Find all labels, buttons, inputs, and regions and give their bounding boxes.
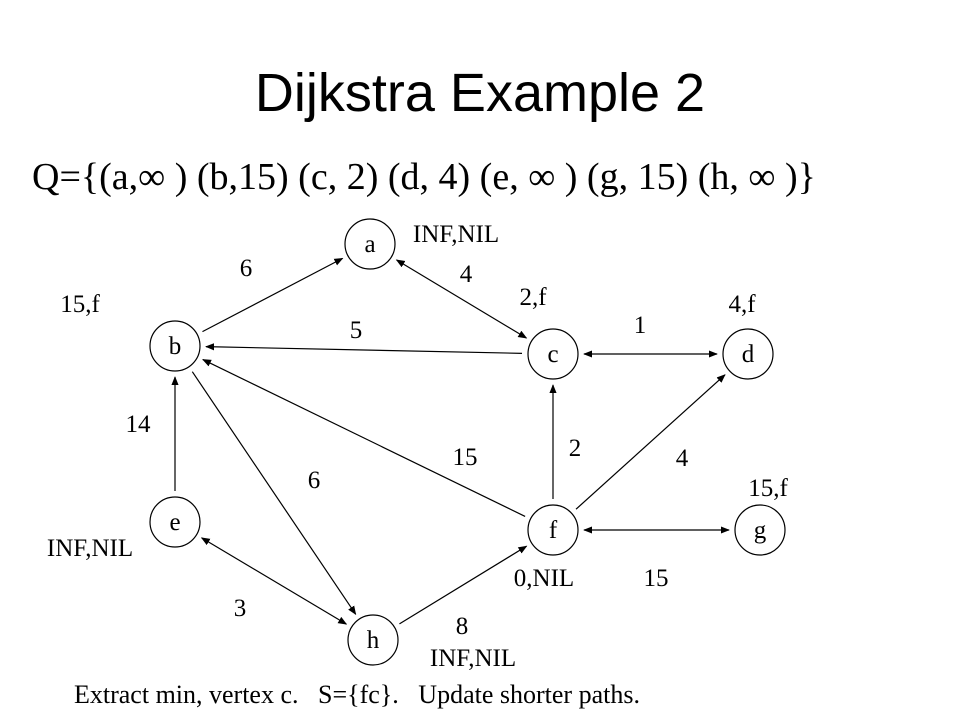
node-label-a: a [364,231,375,258]
node-d [722,328,774,380]
node-h [347,614,399,666]
edge-f-d [575,374,726,510]
node-label-b: b [169,333,182,360]
edge-weight-c-b: 5 [350,317,363,344]
edge-f-b [202,359,526,517]
edge-a-c [395,259,528,339]
edge-e-h [200,537,348,625]
edge-weight-e-b: 14 [126,411,152,438]
edge-weight-f-b: 15 [453,444,478,471]
node-annotation-c: 2,f [519,284,547,311]
node-annotation-b: 15,f [60,291,100,318]
edge-weight-f-d: 4 [676,445,689,472]
node-e [149,496,201,548]
edge-weight-b-h: 6 [308,467,321,494]
edge-b-h [191,371,357,616]
node-b [149,320,201,372]
nodes-layer: a b c d e f g h [149,218,786,666]
slide-title: Dijkstra Example 2 [254,63,706,123]
edge-weight-b-a: 6 [240,255,253,282]
node-annotation-d: 4,f [728,291,756,318]
node-annotation-h: INF,NIL [430,645,516,672]
edge-weight-f-g: 15 [644,565,669,592]
priority-queue-text: Q={(a,∞ ) (b,15) (c, 2) (d, 4) (e, ∞ ) (… [32,156,816,198]
node-label-f: f [549,517,558,544]
node-a [344,218,396,270]
node-label-h: h [367,627,380,654]
edge-weight-f-c: 2 [569,435,582,462]
edge-weight-a-c: 4 [460,261,473,288]
edge-weight-c-d: 1 [634,312,647,339]
node-c [527,328,579,380]
node-label-g: g [754,517,767,544]
node-label-e: e [169,509,180,536]
edge-weight-e-h: 3 [234,595,247,622]
edge-weight-h-f: 8 [456,613,469,640]
node-f [527,504,579,556]
edge-h-f [399,545,528,625]
node-annotation-a: INF,NIL [413,221,499,248]
node-g [734,504,786,556]
node-label-d: d [742,341,755,368]
edge-c-b [205,343,523,354]
edges-layer [171,257,730,625]
node-label-c: c [547,341,558,368]
edge-b-a [202,257,344,333]
node-annotation-g: 15,f [748,475,788,502]
node-annotation-e: INF,NIL [47,535,133,562]
node-annotation-f: 0,NIL [514,565,574,592]
step-caption: Extract min, vertex c. S={fc}. Update sh… [74,680,640,709]
